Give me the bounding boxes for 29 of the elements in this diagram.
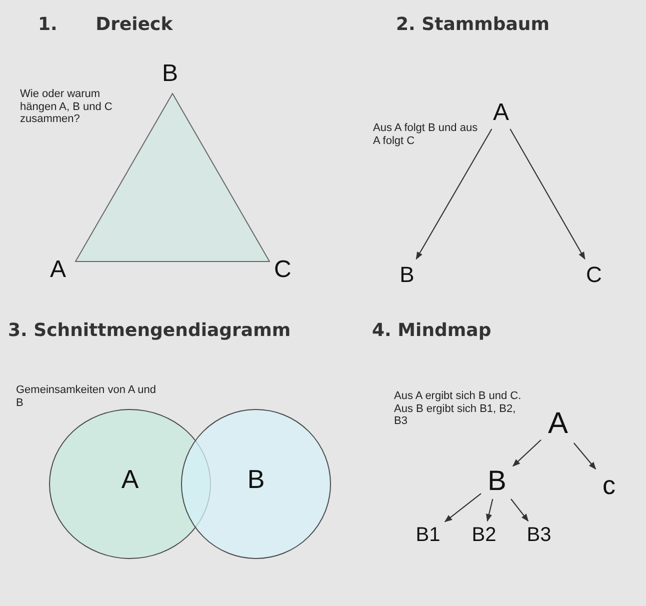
arrow	[444, 493, 482, 522]
note-text: Wie oder warum hängen A, B und C zusammen?	[20, 88, 114, 126]
node-label: A	[490, 100, 512, 126]
arrow	[573, 442, 596, 470]
note-text: Aus A ergibt sich B und C. Aus B ergibt sich B1, B2, B3	[394, 390, 522, 428]
node-label: c	[598, 472, 620, 498]
section-heading: 2. Stammbaum	[396, 14, 550, 35]
arrow	[486, 498, 494, 522]
vertex-label: B	[162, 62, 178, 86]
set-label: B	[247, 466, 265, 492]
node-label: B2	[470, 524, 498, 546]
arrow	[510, 498, 529, 522]
node-label: B3	[525, 524, 553, 546]
section-heading: 4. Mindmap	[372, 320, 492, 341]
note-text: Aus A folgt B und aus A folgt C	[373, 122, 479, 148]
section-heading: 1. Dreieck	[38, 14, 173, 35]
arrow	[416, 128, 492, 260]
node-label: B	[396, 262, 418, 288]
node-label: A	[544, 408, 572, 440]
note-text: Gemeinsamkeiten von A und B	[16, 384, 158, 410]
node-label: B	[484, 466, 510, 496]
set-label: A	[121, 466, 139, 492]
section-heading: 3. Schnittmengendiagramm	[8, 320, 291, 341]
vertex-label: A	[50, 258, 66, 282]
arrow	[510, 128, 586, 260]
node-label: B1	[414, 524, 442, 546]
vertex-label: C	[274, 258, 292, 282]
node-label: C	[583, 262, 605, 288]
arrow	[512, 439, 542, 467]
